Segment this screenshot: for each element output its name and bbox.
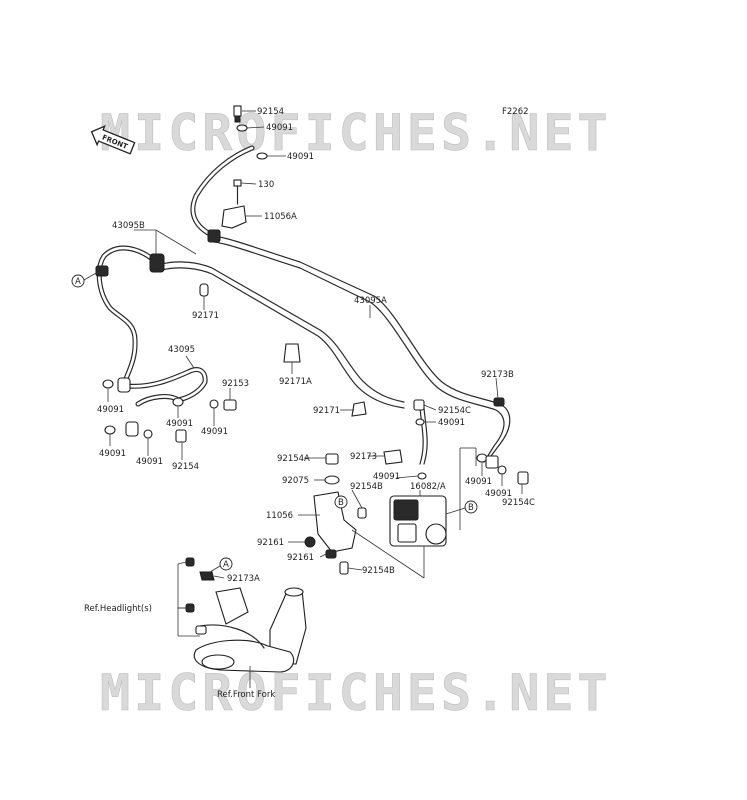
- label-92154c-a: 92154C: [438, 406, 471, 416]
- washer-49091-top2: [256, 152, 268, 160]
- clamp-92173b: [493, 397, 505, 407]
- bolt-92154a: [325, 453, 339, 465]
- label-43095: 43095: [168, 345, 195, 355]
- washer-49091-m1: [415, 418, 425, 426]
- tube-43095a: [161, 235, 511, 463]
- label-11056: 11056: [266, 511, 293, 521]
- nut-92161-a: [304, 536, 316, 548]
- abs-unit-16082a: [389, 495, 447, 547]
- label-130: 130: [258, 180, 274, 190]
- washer-49091-m2: [417, 472, 427, 480]
- label-92173: 92173: [350, 452, 377, 462]
- washer-49091-left1: [102, 379, 114, 389]
- bolt-92153: [223, 399, 237, 411]
- label-49091-l2: 49091: [166, 419, 193, 429]
- label-92154-left: 92154: [172, 462, 199, 472]
- callout-a-lower: A: [209, 557, 233, 573]
- hose-upper-loop: [190, 145, 255, 239]
- bolt-92154-top: [233, 105, 242, 123]
- clamp-92171-b: [351, 401, 367, 417]
- label-ref-front-fork: Ref.Front Fork: [217, 690, 275, 700]
- clamp-92173a: [199, 571, 215, 581]
- clamp-upper: [207, 229, 221, 243]
- svg-text:A: A: [223, 560, 229, 570]
- figure-code: F2262: [502, 107, 529, 117]
- bolt-92154c-a: [413, 399, 425, 411]
- clamp-92173: [383, 449, 403, 465]
- hose-43095: [125, 367, 208, 407]
- washer-49091-left2: [172, 397, 184, 407]
- label-49091-r1: 49091: [465, 477, 492, 487]
- grommet-92075: [324, 475, 340, 485]
- label-92154b-b: 92154B: [362, 566, 395, 576]
- bolt-130: [233, 179, 242, 205]
- washer-49091-left3: [104, 425, 116, 435]
- label-92171-b: 92171: [313, 406, 340, 416]
- label-92161-b: 92161: [287, 553, 314, 563]
- watermark-bottom: MICROFICHES.NET: [100, 664, 612, 722]
- label-92154-top: 92154: [257, 107, 284, 117]
- banjo-right: [485, 455, 499, 469]
- svg-text:B: B: [338, 498, 344, 508]
- label-92173a: 92173A: [227, 574, 260, 584]
- label-49091-top1: 49091: [266, 123, 293, 133]
- label-92154b-a: 92154B: [350, 482, 383, 492]
- hose-43095b: [96, 245, 159, 387]
- label-92161-a: 92161: [257, 538, 284, 548]
- grommet-92171-a: [199, 283, 209, 297]
- union-43095b: [149, 253, 165, 273]
- label-49091-l5: 49091: [201, 427, 228, 437]
- bolt-92154-left: [175, 429, 187, 443]
- clamp-92171a: [283, 343, 301, 363]
- label-92154a: 92154A: [277, 454, 310, 464]
- label-49091-l3: 49091: [99, 449, 126, 459]
- washer-49091-r2: [497, 465, 507, 475]
- svg-text:B: B: [468, 503, 474, 513]
- banjo-left-upper: [117, 377, 131, 393]
- label-49091-top2: 49091: [287, 152, 314, 162]
- leader-lines: [107, 110, 523, 688]
- label-43095b: 43095B: [112, 221, 145, 231]
- bolt-92154b-b: [339, 561, 349, 575]
- bolt-headlight-upper: [185, 557, 195, 567]
- clip-headlight: [195, 625, 207, 635]
- callout-b-abs: B: [445, 500, 478, 515]
- steering-stem-assembly: [193, 587, 307, 673]
- label-16082a: 16082/A: [410, 482, 446, 492]
- label-92153: 92153: [222, 379, 249, 389]
- label-92171a: 92171A: [279, 377, 312, 387]
- callout-b-bracket: B: [334, 495, 348, 509]
- callout-a-left: A: [71, 271, 99, 288]
- label-49091-m2: 49091: [373, 472, 400, 482]
- bolt-92154c-b: [517, 471, 529, 485]
- bracket-11056a: [221, 205, 247, 229]
- label-92154c-b: 92154C: [502, 498, 535, 508]
- svg-text:A: A: [75, 277, 81, 287]
- label-92075: 92075: [282, 476, 309, 486]
- label-49091-m1: 49091: [438, 418, 465, 428]
- label-92171-a: 92171: [192, 311, 219, 321]
- label-49091-l1: 49091: [97, 405, 124, 415]
- label-49091-r2: 49091: [485, 489, 512, 499]
- washer-49091-top1: [236, 124, 248, 132]
- tube-to-abs: [419, 407, 428, 465]
- label-92173b: 92173B: [481, 370, 514, 380]
- hose-fitting-left: [95, 265, 109, 277]
- label-11056a: 11056A: [264, 212, 297, 222]
- nut-92161-b: [325, 549, 337, 559]
- banjo-left-lower: [125, 421, 139, 437]
- label-ref-headlight: Ref.Headlight(s): [84, 604, 152, 614]
- washer-49091-left4: [143, 429, 153, 439]
- washer-49091-left5: [209, 399, 219, 409]
- bolt-92154b-a: [357, 507, 367, 519]
- watermark-top: MICROFICHES.NET: [100, 104, 612, 162]
- label-43095a: 43095A: [354, 296, 387, 306]
- label-49091-l4: 49091: [136, 457, 163, 467]
